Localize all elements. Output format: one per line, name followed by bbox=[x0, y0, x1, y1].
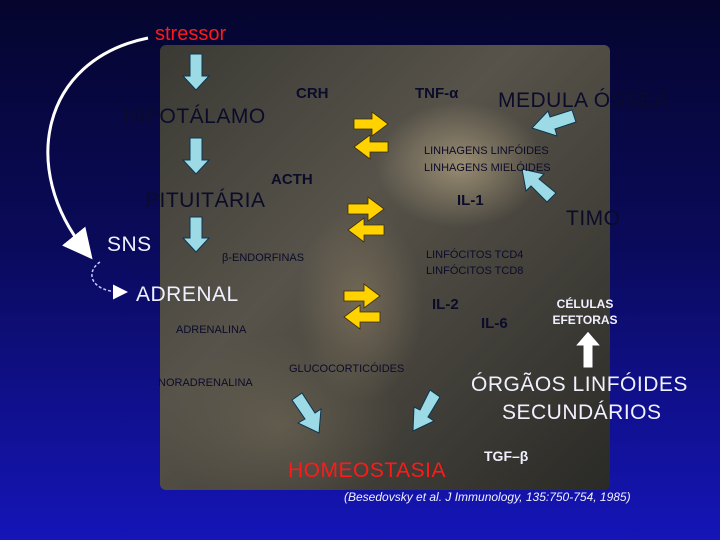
effector-cells-line2: EFETORAS bbox=[552, 313, 618, 327]
sns-label: SNS bbox=[107, 233, 152, 256]
tnf-label: TNF-α bbox=[415, 85, 459, 102]
organs-line2: SECUNDÁRIOS bbox=[502, 401, 662, 424]
stressor-curve-arrow bbox=[46, 36, 149, 260]
pituitary-label: PITUITÁRIA bbox=[145, 189, 266, 212]
cd8-label: LINFÓCITOS TCD8 bbox=[426, 265, 524, 277]
medula-label: MEDULA ÓSSEA bbox=[498, 89, 669, 112]
timo-label: TIMO bbox=[566, 207, 621, 230]
tgf-label: TGF–β bbox=[484, 448, 529, 464]
adrenaline-label: ADRENALINA bbox=[176, 324, 247, 336]
stressor-label: stressor bbox=[155, 23, 227, 45]
yellow-arrow-right-2 bbox=[347, 196, 385, 222]
arrow-diag-medula bbox=[531, 109, 577, 137]
acth-label: ACTH bbox=[271, 171, 313, 188]
sns-adrenal-arrow bbox=[91, 261, 128, 300]
arrow-diag-homeostasis-right bbox=[412, 389, 441, 432]
arrow-diag-homeostasis-left bbox=[291, 392, 322, 434]
endorphins-label: β-ENDORFINAS bbox=[222, 252, 305, 264]
noradrenaline-label: NORADRENALINA bbox=[158, 377, 253, 389]
lineages-lymphoid-label: LINHAGENS LINFÓIDES bbox=[424, 145, 549, 157]
arrow-down-2 bbox=[181, 137, 211, 175]
arrow-up-effector bbox=[573, 330, 603, 369]
yellow-arrow-left-3 bbox=[343, 304, 381, 330]
il6-label: IL-6 bbox=[481, 315, 508, 332]
arrow-down-1 bbox=[181, 53, 211, 91]
arrow-diag-timo bbox=[521, 168, 557, 203]
crh-label: CRH bbox=[296, 85, 329, 102]
il2-label: IL-2 bbox=[432, 296, 459, 313]
yellow-arrow-right-1 bbox=[353, 111, 389, 137]
glucocorticoids-label: GLUCOCORTICÓIDES bbox=[289, 363, 405, 375]
citation: (Besedovsky et al. J Immunology, 135:750… bbox=[344, 490, 631, 504]
il1-label: IL-1 bbox=[457, 192, 484, 209]
background-photo bbox=[160, 45, 610, 490]
yellow-arrow-left-2 bbox=[347, 217, 385, 243]
yellow-arrow-right-3 bbox=[343, 283, 381, 309]
homeostasis-label: HOMEOSTASIA bbox=[288, 459, 446, 482]
adrenal-label: ADRENAL bbox=[136, 283, 239, 306]
lineages-myeloid-label: LINHAGENS MIELÓIDES bbox=[424, 162, 551, 174]
cd4-label: LINFÓCITOS TCD4 bbox=[426, 249, 524, 261]
yellow-arrow-left-1 bbox=[353, 134, 389, 160]
effector-cells-line1: CÉLULAS bbox=[556, 297, 614, 311]
arrow-down-3 bbox=[181, 216, 211, 253]
hypothalamus-label: HIPOTÁLAMO bbox=[123, 105, 266, 128]
organs-line1: ÓRGÃOS LINFÓIDES bbox=[471, 373, 688, 396]
